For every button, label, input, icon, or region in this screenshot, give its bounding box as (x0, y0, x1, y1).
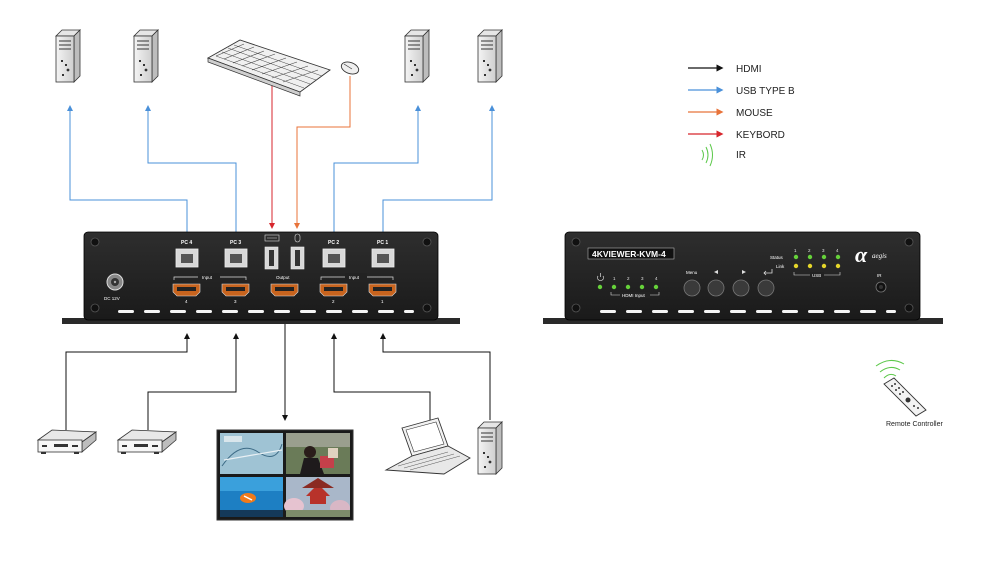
hdmi-status-leds (597, 284, 659, 290)
quad-view-screen-2 (286, 433, 350, 474)
hdmi-output-port[interactable] (270, 283, 299, 297)
front-panel: 4KVIEWER-KVM-4 1 2 3 4 HDMI Input Menu (543, 231, 943, 324)
ir-wave-icon (701, 143, 713, 167)
quad-view-screen-1 (220, 433, 283, 474)
legend-usb: USB TYPE B (688, 86, 795, 97)
hdmi-input-label: HDMI Input (622, 293, 646, 298)
menu-button[interactable] (683, 279, 701, 297)
usb-a-port-mouse[interactable] (290, 246, 305, 270)
hdmi-led-num-1: 1 (613, 276, 616, 281)
dc-power-jack[interactable] (106, 273, 124, 291)
model-name: 4KVIEWER-KVM-4 (592, 249, 666, 259)
power-icon (597, 273, 604, 281)
hdmi-led-num-4: 4 (655, 276, 658, 281)
legend: HDMI USB TYPE B MOUSE KEYBORD IR (688, 64, 795, 167)
rear-vent-slots (118, 310, 414, 313)
remote-ir-wave-icon (875, 360, 905, 379)
usb-status-leds (793, 254, 841, 260)
quad-view-screen-3 (220, 477, 283, 517)
right-button[interactable] (732, 279, 750, 297)
ir-label: IR (877, 273, 882, 278)
hdmi-num-4: 4 (185, 299, 188, 304)
pc3-label: PC 3 (230, 240, 241, 246)
mouse-wire (294, 76, 351, 229)
mouse-port-icon (294, 233, 301, 243)
pc2-tower-icon (404, 29, 430, 83)
usb-a-port-keyboard[interactable] (264, 246, 279, 270)
hdmi-led-num-3: 3 (641, 276, 644, 281)
legend-usb-label: USB TYPE B (736, 86, 795, 97)
hdmi-input-port-3[interactable] (221, 283, 250, 297)
ir-receiver (875, 281, 887, 293)
usb-led-num-4: 4 (836, 248, 839, 253)
usb-led-num-2: 2 (808, 248, 811, 253)
pc4-label: PC 4 (181, 240, 192, 246)
usb-b-port-pc4[interactable] (175, 248, 199, 268)
quad-view-screen-4 (284, 477, 350, 517)
right-arrow-icon (742, 270, 746, 274)
legend-keyboard-label: KEYBORD (736, 130, 785, 141)
input-label-right: Input (349, 275, 360, 280)
legend-mouse-label: MOUSE (736, 108, 773, 119)
brand-text: aegis (872, 252, 887, 260)
pc2-label: PC 2 (328, 240, 339, 246)
hdmi-num-2: 2 (332, 299, 335, 304)
status-label: Status (770, 255, 784, 260)
remote-icon (883, 377, 927, 417)
usb-label: USB (812, 273, 821, 278)
left-arrow-icon (714, 270, 718, 274)
laptop-icon (384, 417, 471, 475)
usb-b-port-pc1[interactable] (371, 248, 395, 268)
quad-view-monitor (216, 429, 354, 521)
aegis-logo: α aegis (855, 242, 887, 267)
dc-label: DC 12V (104, 296, 120, 301)
keyboard-port-icon (264, 234, 280, 242)
legend-ir: IR (701, 143, 746, 167)
output-label: Output (276, 275, 290, 280)
player-2-icon (117, 429, 177, 455)
mouse-icon (340, 61, 360, 75)
usb-wires (67, 105, 495, 232)
link-label: Link (776, 264, 785, 269)
legend-hdmi: HDMI (688, 64, 762, 75)
hdmi-input-port-1[interactable] (368, 283, 397, 297)
hdmi-num-1: 1 (381, 299, 384, 304)
usb-led-num-3: 3 (822, 248, 825, 253)
enter-icon (763, 269, 773, 276)
input-label-left: Input (202, 275, 213, 280)
legend-keyboard: KEYBORD (688, 130, 785, 141)
legend-hdmi-label: HDMI (736, 64, 762, 75)
pc3-tower-icon (133, 29, 159, 83)
remote-controller: Remote Controller (875, 360, 943, 428)
pc1-label: PC 1 (377, 240, 388, 246)
remote-label: Remote Controller (886, 421, 943, 428)
usb-b-port-pc2[interactable] (322, 248, 346, 268)
keyboard-icon (206, 39, 331, 97)
enter-button[interactable] (757, 279, 775, 297)
usb-link-leds (793, 263, 841, 269)
bottom-pc-tower-icon (477, 421, 503, 475)
hdmi-input-port-4[interactable] (172, 283, 201, 297)
front-vent-slots (600, 310, 896, 313)
usb-b-port-pc3[interactable] (224, 248, 248, 268)
pc1-tower-icon (477, 29, 503, 83)
usb-led-num-1: 1 (794, 248, 797, 253)
player-1-icon (37, 429, 97, 455)
hdmi-input-port-2[interactable] (319, 283, 348, 297)
alpha-glyph: α (855, 242, 868, 267)
left-button[interactable] (707, 279, 725, 297)
legend-mouse: MOUSE (688, 108, 773, 119)
menu-label: Menu (686, 270, 698, 275)
legend-ir-label: IR (736, 150, 746, 161)
hdmi-wires (65, 322, 491, 430)
hdmi-num-3: 3 (234, 299, 237, 304)
hdmi-led-num-2: 2 (627, 276, 630, 281)
rear-panel: DC 12V PC 4 PC 3 PC 2 PC 1 (62, 231, 460, 324)
pc4-tower-icon (55, 29, 81, 83)
